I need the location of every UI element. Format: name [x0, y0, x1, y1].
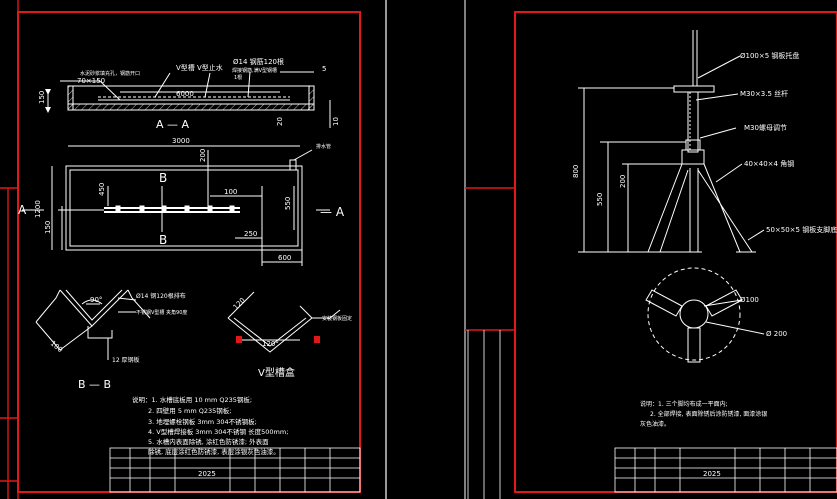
- dim-550: 550: [284, 197, 292, 210]
- note-opening: 水泥砂浆填充孔，钢筋开口: [80, 70, 140, 77]
- label-a-left: A: [18, 203, 27, 217]
- dim-450: 450: [98, 183, 106, 196]
- dim-6000: 6000: [176, 90, 194, 98]
- section-aa-drawing: [45, 71, 331, 128]
- dim-1200: 1200: [34, 200, 42, 218]
- dim-3000: 3000: [172, 137, 190, 145]
- vgroove-bolt-left: [236, 336, 242, 343]
- dim-h800: 800: [572, 165, 580, 178]
- note-vgroove: V型槽 V型止水: [176, 63, 223, 72]
- dim-10: 10: [332, 117, 340, 126]
- note-line-1: 说明：1. 水槽底板用 10 mm Q235钢板;: [132, 395, 252, 404]
- dim-5: 5: [322, 65, 326, 73]
- right-note-2: 2. 全部焊接, 表面除锈后涂防锈漆, 面漆涂银: [650, 410, 767, 418]
- dim-d200: Ø 200: [766, 330, 787, 338]
- vgroove-bolt-right: [314, 336, 320, 343]
- angle-120: 120°: [262, 340, 279, 348]
- label-bb: B — B: [78, 378, 111, 391]
- note-vgroove-fix: 安装钢板固定: [322, 315, 352, 322]
- right-note-1: 说明：1. 三个脚均布成一平面内;: [640, 400, 728, 408]
- note-12-bb: 12 厚钢板: [112, 356, 140, 364]
- label-rod: M30×3.5 丝杆: [740, 89, 788, 98]
- tripod-plan-drawing: [645, 267, 765, 363]
- note-line-6: 除锈, 底层涂红色防锈漆, 表层涂银灰色油漆。: [148, 447, 280, 456]
- label-foot: 50×50×5 钢板支脚底: [766, 225, 837, 234]
- dim-100: 100: [224, 188, 237, 196]
- left-title-block: [109, 447, 361, 493]
- left-notes: 说明：1. 水槽底板用 10 mm Q235钢板; 2. 四壁用 5 mm Q2…: [132, 395, 288, 456]
- right-title-block: [614, 447, 837, 493]
- note-weld2: 1根: [234, 74, 242, 81]
- vgroove-title: V型槽盒: [258, 366, 295, 379]
- note-weld: 焊接钢筋,满V型钢槽: [232, 67, 277, 74]
- dim-20: 20: [276, 117, 284, 126]
- note-line-2: 2. 四壁用 5 mm Q235钢板;: [148, 406, 231, 415]
- angle-90: 90°: [90, 296, 102, 304]
- tripod-drawing: [578, 30, 765, 253]
- plan-view-drawing: [22, 145, 330, 266]
- right-title-no: 2025: [703, 470, 721, 478]
- dim-d100: Ø100: [740, 296, 759, 304]
- dim-200: 200: [199, 149, 207, 162]
- label-aa: A — A: [156, 118, 190, 131]
- note-rebar-bb: Ø14 钢120根排布: [136, 292, 186, 300]
- note-line-4: 4. V型槽焊接板 3mm 304不锈钢 长度500mm;: [148, 427, 288, 436]
- dim-h550: 550: [596, 193, 604, 206]
- label-a-right: — A: [320, 205, 345, 219]
- vgroove-drawing: [227, 291, 341, 353]
- right-note-3: 灰色油漆。: [640, 420, 670, 428]
- drain-pipe: [289, 159, 297, 171]
- label-b-top: B: [159, 171, 167, 185]
- label-angle: 40×40×4 角钢: [744, 159, 794, 168]
- label-70x150: 70×150: [77, 77, 105, 85]
- dim-150-plan: 150: [44, 221, 52, 234]
- dim-250: 250: [244, 230, 257, 238]
- right-side-grid: [467, 330, 501, 499]
- note-line-5: 5. 水槽内表面除锈, 涂红色防锈漆; 外表面: [148, 437, 269, 446]
- note-rebar-aa: Ø14 钢筋120根: [233, 57, 284, 66]
- dim-600: 600: [278, 254, 291, 262]
- dim-150-aa: 150: [38, 91, 46, 104]
- label-nut: M30螺母调节: [744, 123, 787, 132]
- left-title-no: 2025: [198, 470, 216, 478]
- dim-100-bb: 100: [49, 339, 64, 354]
- note-drain-pipe: 排水管: [316, 143, 331, 150]
- label-plate: Ø100×5 钢板托盘: [740, 51, 799, 60]
- label-b-bottom: B: [159, 233, 167, 247]
- note-steel-bb: 不锈钢V型槽 夹角90度: [136, 309, 187, 316]
- section-bb-drawing: [35, 289, 151, 360]
- angle-arc-90: [81, 299, 103, 305]
- dim-120-vgroove: 120: [232, 296, 247, 311]
- dim-h200: 200: [619, 175, 627, 188]
- note-line-3: 3. 地埋螺栓钢板 3mm 304不锈钢板;: [148, 417, 257, 426]
